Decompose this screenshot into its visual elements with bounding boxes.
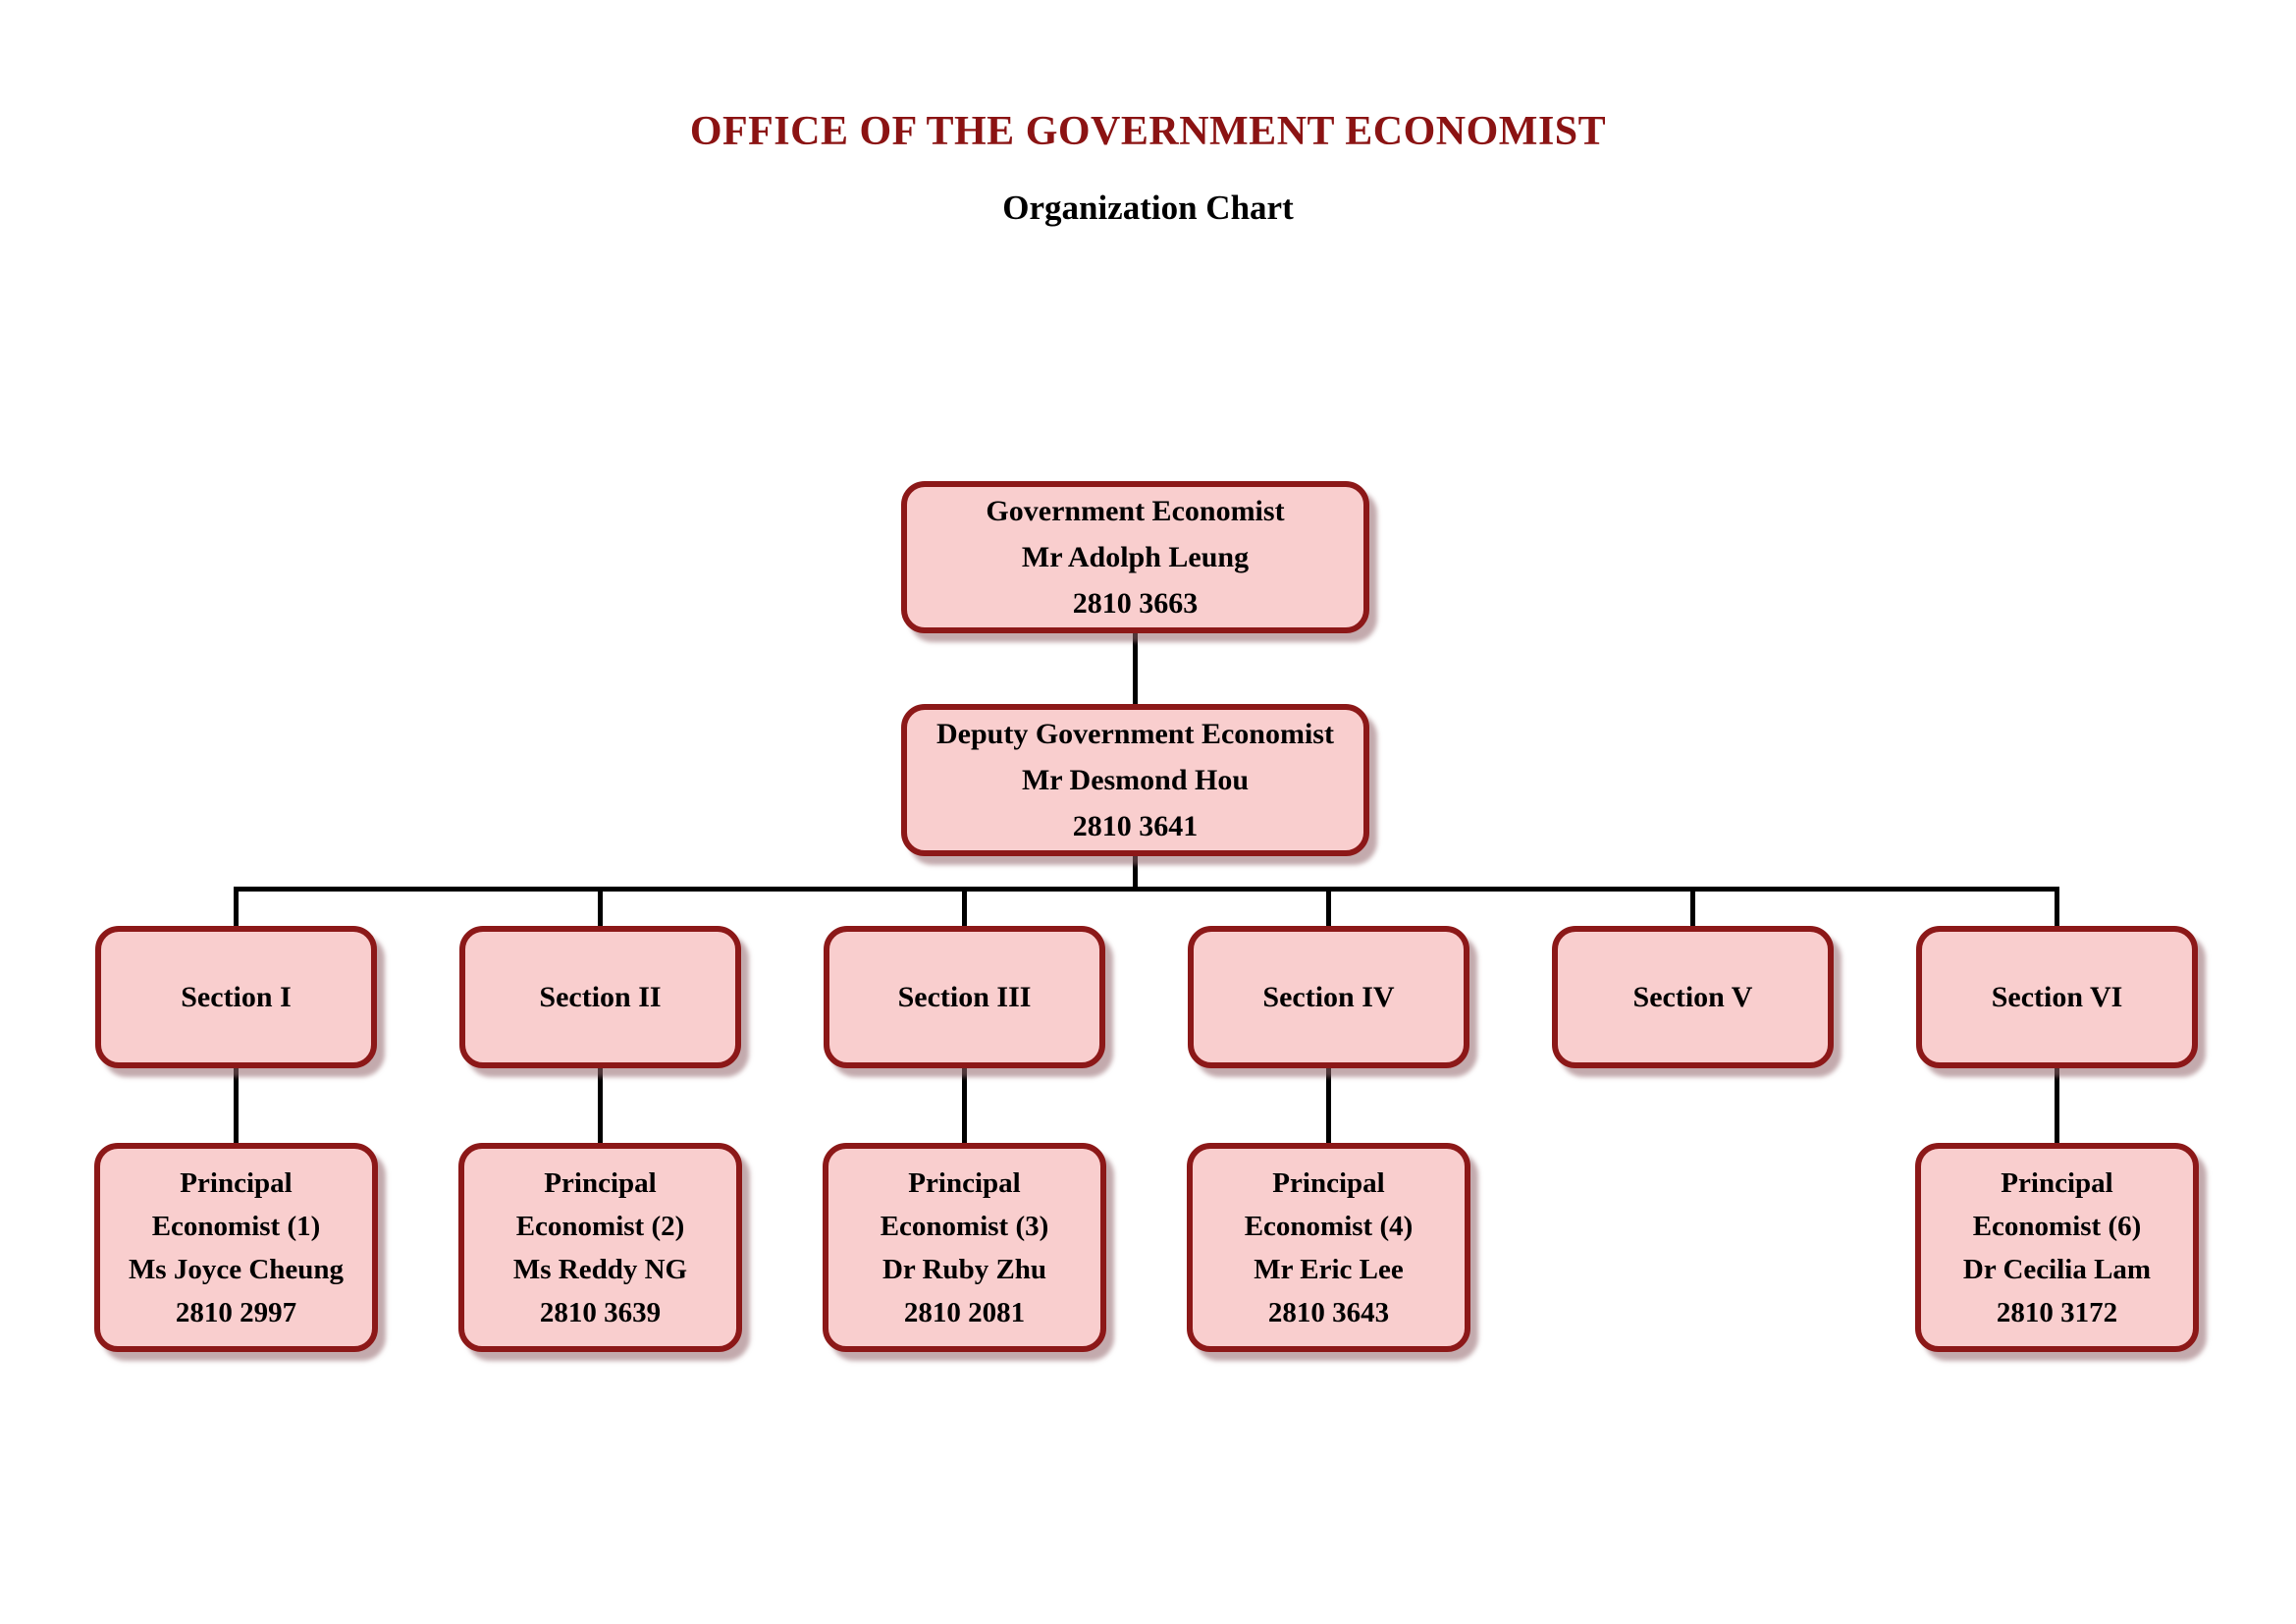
pe-role-line: Economist (1): [151, 1210, 321, 1242]
connector-bus-to-section-1: [234, 887, 239, 931]
node-principal-economist-6: Principal Economist (6) Dr Cecilia Lam 2…: [1915, 1143, 2199, 1352]
node-person-name: Mr Adolph Leung: [1021, 541, 1250, 573]
node-person-name: Mr Desmond Hou: [1021, 764, 1250, 796]
pe-phone: 2810 3639: [539, 1296, 662, 1328]
section-label: Section V: [1632, 980, 1753, 1013]
connector-section-4-to-pe: [1326, 1065, 1331, 1146]
node-principal-economist-2: Principal Economist (2) Ms Reddy NG 2810…: [458, 1143, 742, 1352]
page-title: OFFICE OF THE GOVERNMENT ECONOMIST: [689, 109, 1607, 154]
section-label: Section III: [897, 980, 1032, 1013]
pe-role-line: Economist (4): [1244, 1210, 1414, 1242]
node-principal-economist-4: Principal Economist (4) Mr Eric Lee 2810…: [1187, 1143, 1470, 1352]
pe-role-line: Principal: [2001, 1166, 2113, 1199]
node-section-3: Section III: [824, 926, 1105, 1068]
pe-role-line: Principal: [1272, 1166, 1385, 1199]
pe-role-line: Principal: [908, 1166, 1021, 1199]
connector-root-to-deputy: [1133, 631, 1138, 707]
connector-bus-to-section-4: [1326, 887, 1331, 931]
connector-deputy-to-bus: [1133, 852, 1138, 892]
pe-person-name: Ms Reddy NG: [512, 1253, 688, 1285]
pe-phone: 2810 3172: [1996, 1296, 2118, 1328]
section-label: Section IV: [1262, 980, 1395, 1013]
node-role: Government Economist: [986, 495, 1285, 527]
pe-phone: 2810 2081: [903, 1296, 1026, 1328]
connector-section-6-to-pe: [2055, 1065, 2059, 1146]
connector-bus-to-section-5: [1690, 887, 1695, 931]
pe-phone: 2810 3643: [1267, 1296, 1390, 1328]
node-section-4: Section IV: [1188, 926, 1469, 1068]
pe-role-line: Principal: [180, 1166, 293, 1199]
node-role: Deputy Government Economist: [936, 718, 1334, 750]
pe-person-name: Dr Ruby Zhu: [881, 1253, 1047, 1285]
node-principal-economist-1: Principal Economist (1) Ms Joyce Cheung …: [94, 1143, 378, 1352]
connector-section-3-to-pe: [962, 1065, 967, 1146]
node-deputy-government-economist: Deputy Government Economist Mr Desmond H…: [901, 704, 1369, 856]
pe-person-name: Mr Eric Lee: [1254, 1253, 1404, 1285]
page-subtitle: Organization Chart: [1002, 189, 1294, 227]
connector-horizontal-bus: [234, 887, 2059, 892]
node-phone: 2810 3641: [1072, 810, 1199, 842]
pe-role-line: Principal: [544, 1166, 657, 1199]
pe-role-line: Economist (6): [1972, 1210, 2142, 1242]
pe-role-line: Economist (2): [515, 1210, 685, 1242]
node-section-2: Section II: [459, 926, 741, 1068]
node-government-economist: Government Economist Mr Adolph Leung 281…: [901, 481, 1369, 633]
connector-bus-to-section-2: [598, 887, 603, 931]
connector-bus-to-section-3: [962, 887, 967, 931]
connector-section-2-to-pe: [598, 1065, 603, 1146]
node-section-1: Section I: [95, 926, 377, 1068]
node-phone: 2810 3663: [1072, 587, 1199, 620]
pe-person-name: Ms Joyce Cheung: [128, 1253, 345, 1285]
pe-role-line: Economist (3): [880, 1210, 1049, 1242]
node-section-5: Section V: [1552, 926, 1834, 1068]
section-label: Section II: [539, 980, 662, 1013]
connector-bus-to-section-6: [2055, 887, 2059, 931]
node-principal-economist-3: Principal Economist (3) Dr Ruby Zhu 2810…: [823, 1143, 1106, 1352]
node-section-6: Section VI: [1916, 926, 2198, 1068]
section-label: Section VI: [1991, 980, 2123, 1013]
section-label: Section I: [181, 980, 292, 1013]
pe-phone: 2810 2997: [175, 1296, 297, 1328]
pe-person-name: Dr Cecilia Lam: [1962, 1253, 2152, 1285]
connector-section-1-to-pe: [234, 1065, 239, 1146]
